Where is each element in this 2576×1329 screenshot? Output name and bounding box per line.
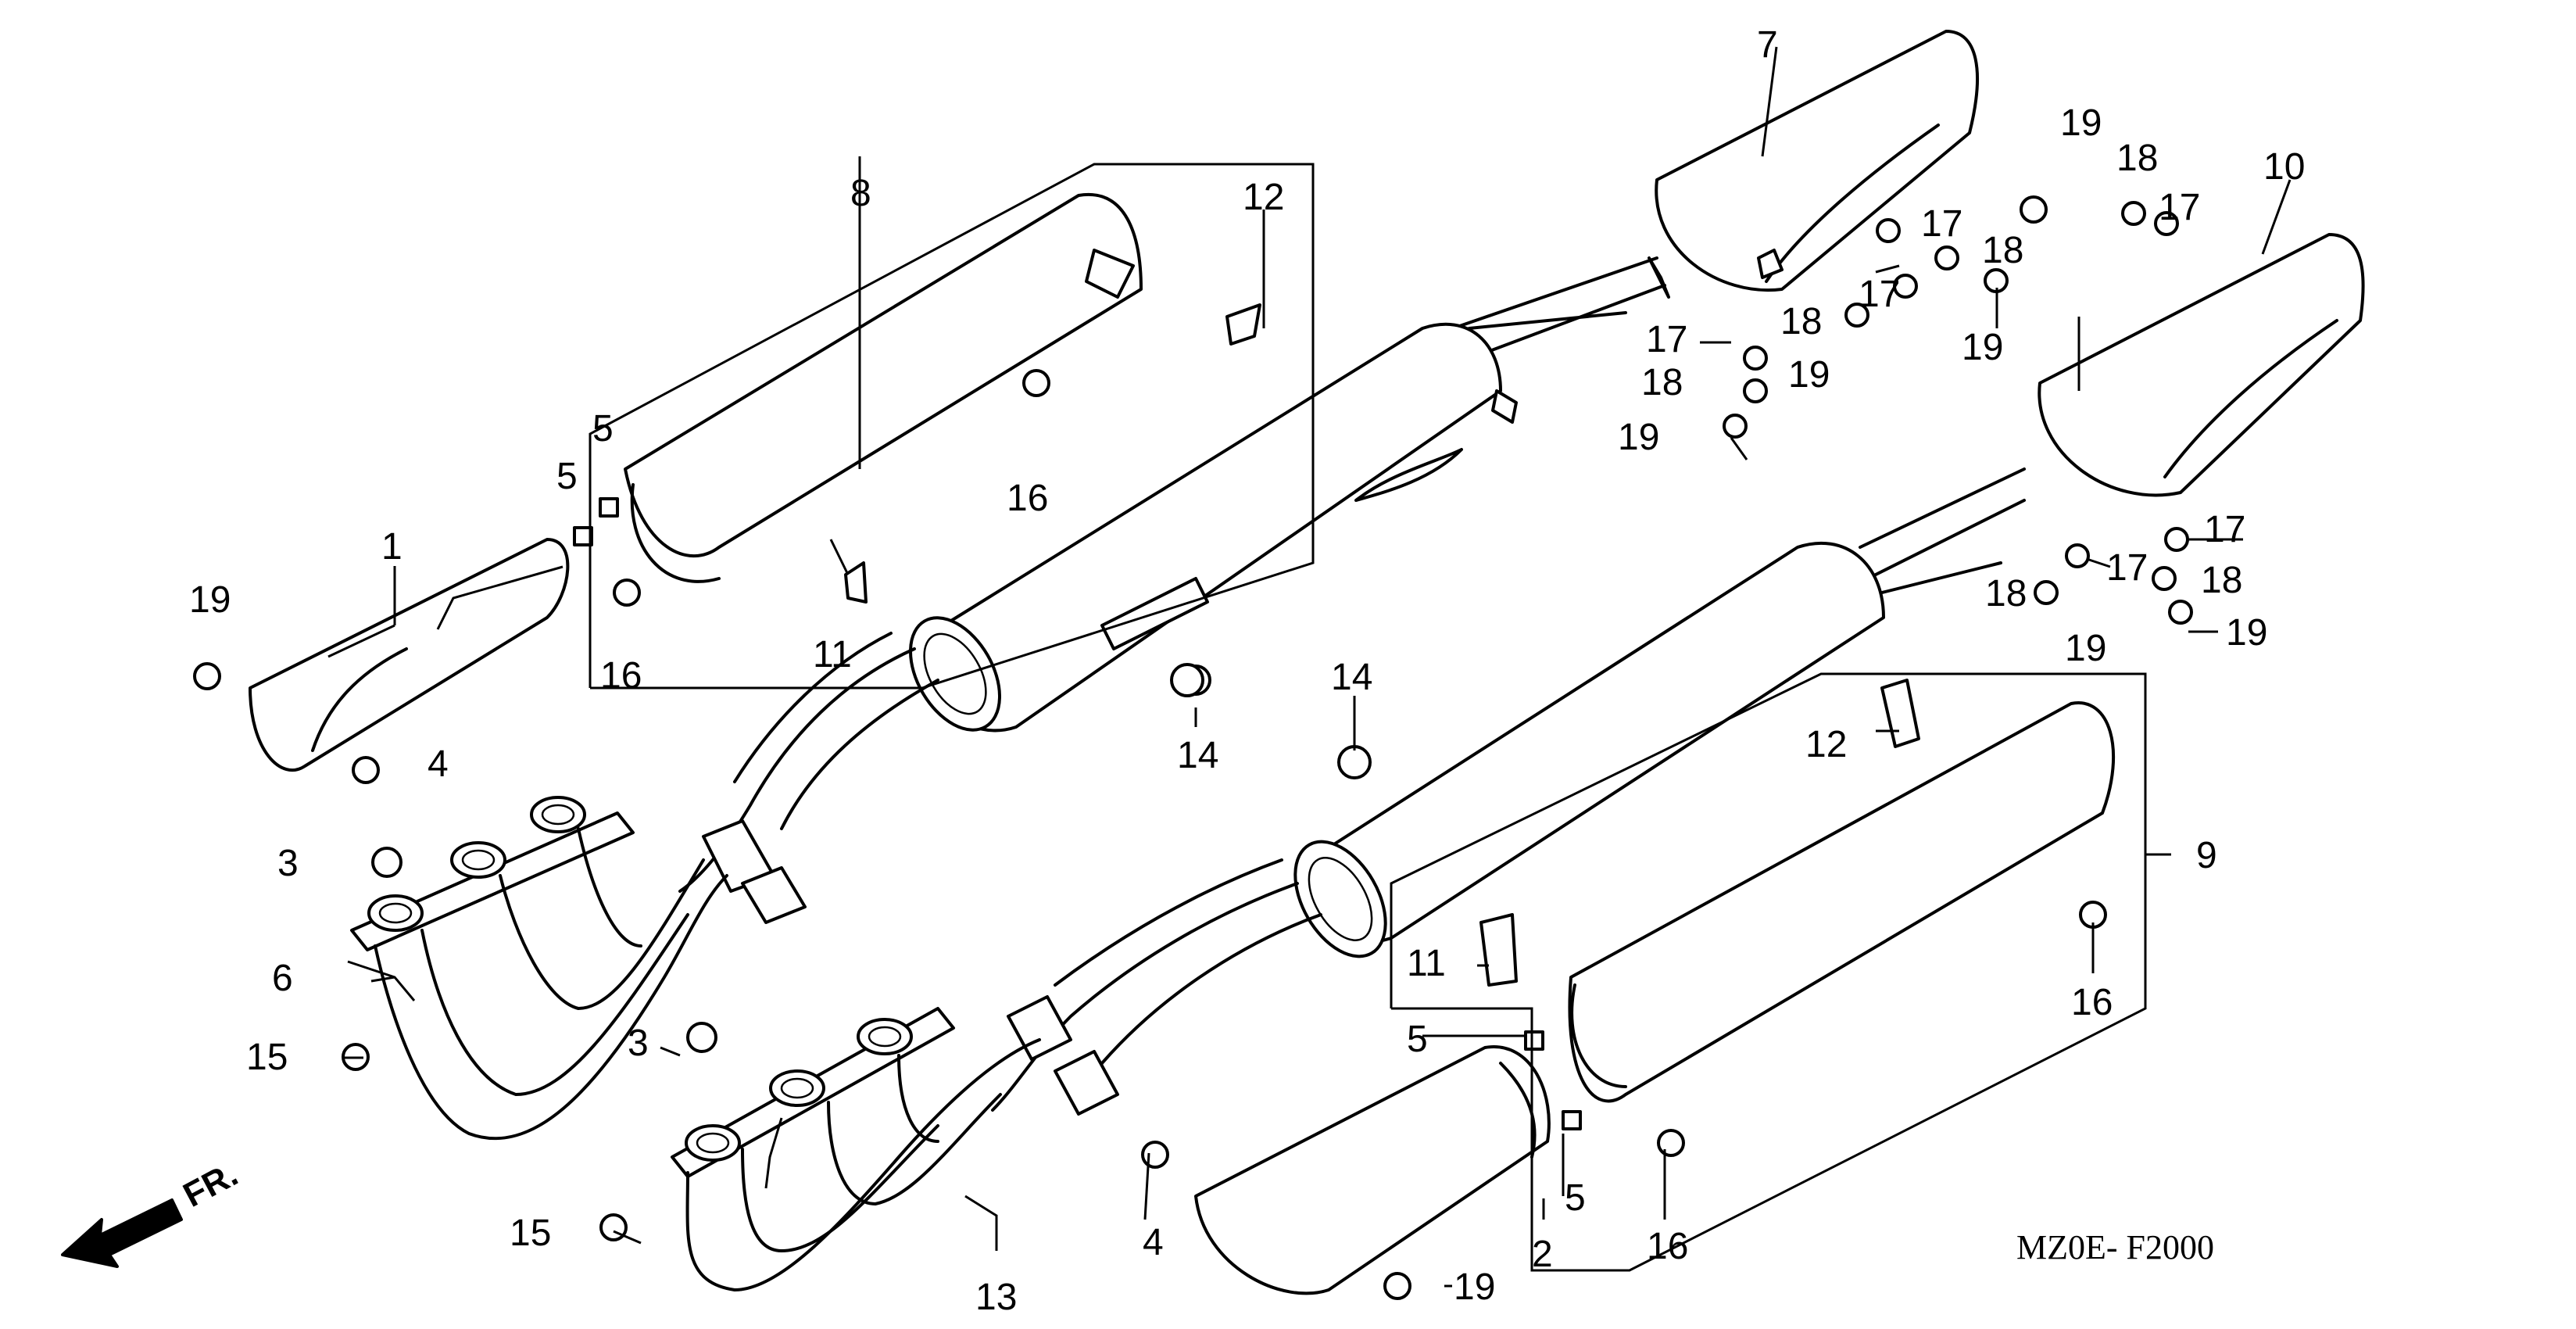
assembly-outline-upper	[589, 163, 1315, 690]
callout-4: 4	[1143, 1222, 1164, 1263]
callout-16: 16	[600, 655, 642, 697]
callout-15: 15	[246, 1037, 288, 1078]
callout-11: 11	[1407, 943, 1446, 984]
callout-3: 3	[277, 843, 299, 884]
lower-heat-shield	[1568, 701, 2116, 1103]
leader-lines	[327, 46, 2292, 1288]
callout-11: 11	[813, 634, 852, 675]
callout-17: 17	[2159, 187, 2200, 228]
callout-17: 17	[2204, 509, 2245, 550]
lower-exhaust-manifold	[671, 1007, 1041, 1291]
callout-8: 8	[850, 173, 871, 214]
callout-6: 6	[272, 958, 293, 999]
callout-18: 18	[1982, 230, 2023, 271]
callout-18: 18	[2201, 560, 2242, 601]
callout-5: 5	[1407, 1019, 1428, 1060]
callout-10: 10	[2263, 146, 2305, 188]
callout-5: 5	[556, 456, 578, 497]
callout-16: 16	[1007, 478, 1048, 519]
hardware-bolts-washers	[193, 195, 2193, 1300]
callout-2: 2	[1532, 1234, 1553, 1275]
callout-18: 18	[1985, 573, 2027, 614]
lower-muffler-body	[1293, 541, 1885, 958]
callouts: 1 2 3 3 4 4 5 5 5 5 6 7 8 9 10 11 11 12 …	[189, 24, 2305, 1318]
callout-19: 19	[1618, 417, 1659, 458]
upper-exhaust-manifold	[350, 796, 728, 1141]
upper-end-cap	[1655, 30, 1979, 292]
callout-19: 19	[2065, 628, 2106, 669]
callout-3: 3	[628, 1023, 649, 1064]
callout-19: 19	[1962, 327, 2003, 368]
lower-muffler-pipes	[1859, 467, 2026, 596]
assembly-outline-lower	[1390, 672, 2147, 1272]
callout-14: 14	[1331, 657, 1372, 698]
callout-18: 18	[2116, 138, 2158, 179]
callout-4: 4	[428, 743, 449, 785]
callout-19: 19	[189, 579, 231, 621]
callout-5: 5	[592, 408, 614, 450]
callout-1: 1	[381, 526, 402, 568]
callout-17: 17	[1646, 319, 1687, 360]
callout-19: 19	[1788, 354, 1830, 396]
callout-5: 5	[1565, 1177, 1586, 1219]
callout-13: 13	[975, 1277, 1017, 1318]
front-label: FR.	[177, 1155, 245, 1215]
callout-16: 16	[2071, 982, 2113, 1023]
callout-17: 17	[1859, 274, 1900, 315]
callout-7: 7	[1757, 24, 1778, 66]
upper-exhaust-pipes	[678, 632, 939, 924]
upper-inner-shield	[249, 538, 570, 772]
lower-end-cap	[2038, 233, 2365, 497]
callout-14: 14	[1177, 735, 1218, 776]
upper-heat-shield	[624, 192, 1143, 583]
callout-18: 18	[1641, 362, 1683, 403]
callout-17: 17	[1921, 203, 1962, 245]
lower-exhaust-pipes	[991, 858, 1322, 1116]
front-direction-marker: FR.	[61, 1155, 245, 1268]
lower-inner-shield	[1194, 1045, 1551, 1295]
callout-17: 17	[2106, 547, 2148, 589]
callout-16: 16	[1647, 1226, 1688, 1267]
callout-19: 19	[1454, 1266, 1495, 1308]
callout-18: 18	[1780, 301, 1822, 342]
callout-19: 19	[2060, 102, 2102, 144]
callout-9: 9	[2196, 835, 2217, 876]
callout-19: 19	[2226, 612, 2267, 654]
diagram-code: MZ0E- F2000	[2016, 1228, 2214, 1266]
callout-12: 12	[1243, 177, 1284, 218]
callout-15: 15	[510, 1213, 551, 1254]
callout-12: 12	[1805, 724, 1847, 765]
